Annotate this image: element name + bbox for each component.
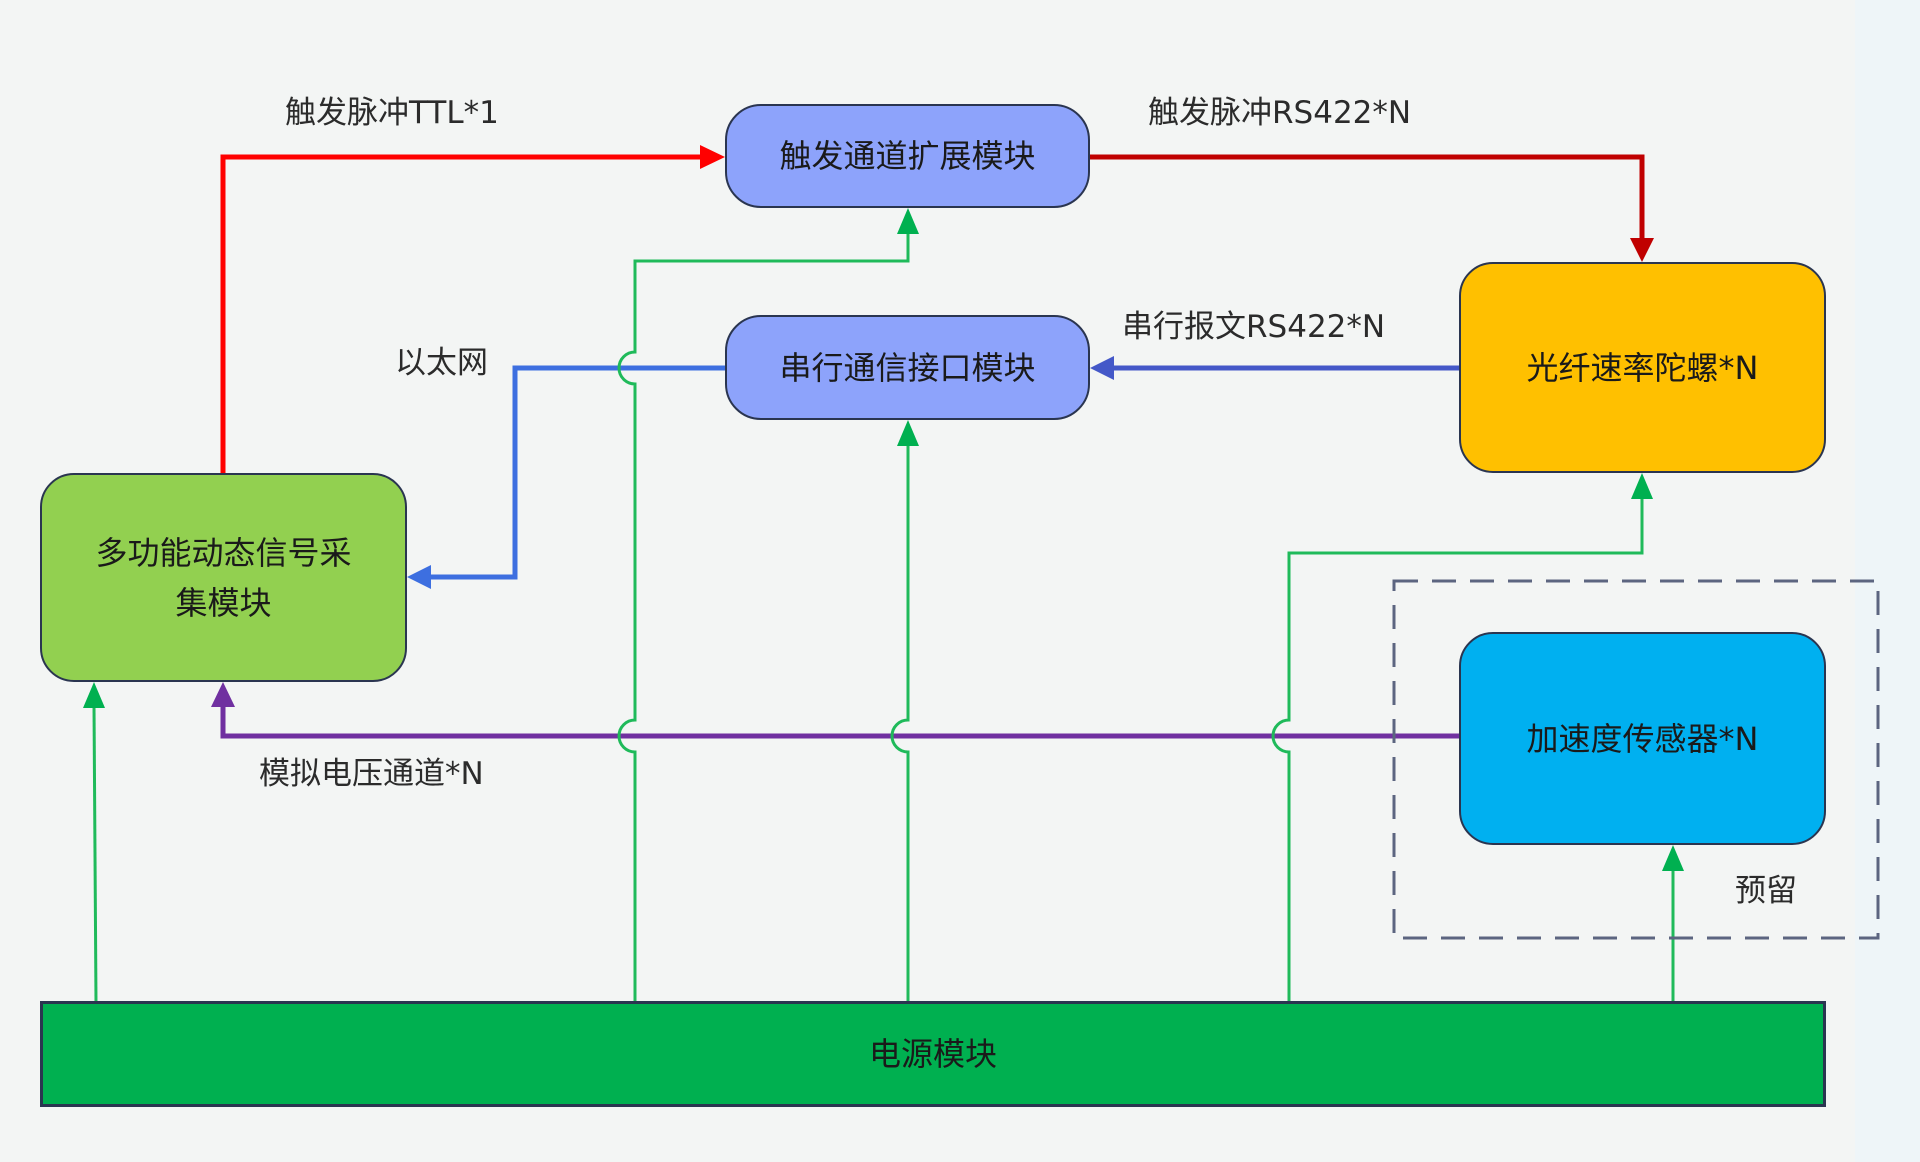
label-rs422-serial: 串行报文RS422*N [1122,309,1386,345]
node-label-line1: 多功能动态信号采 [95,533,352,572]
node-fiber-gyro[interactable]: 光纤速率陀螺*N [1459,262,1826,473]
node-serial-interface[interactable]: 串行通信接口模块 [725,315,1090,420]
node-accelerometer[interactable]: 加速度传感器*N [1459,632,1826,845]
node-trigger-expansion[interactable]: 触发通道扩展模块 [725,104,1090,208]
arrow-head-icon [407,565,431,589]
node-label: 加速度传感器*N [1526,719,1759,758]
arrow-head-icon [897,420,919,446]
power-line-gyro [1271,497,1644,1002]
edge-ttl-trigger [220,145,725,473]
power-line-acquisition [92,705,98,1003]
arrow-head-icon [1631,473,1653,499]
label-analog-voltage: 模拟电压通道*N [259,756,484,792]
label-ethernet: 以太网 [395,345,488,381]
node-power[interactable]: 电源模块 [40,1001,1826,1107]
edge-power-lines [83,208,1684,1003]
node-acquisition[interactable]: 多功能动态信号采 集模块 [40,473,407,682]
arrow-head-icon [1090,356,1114,380]
node-label: 触发通道扩展模块 [779,137,1036,175]
power-line-serial [890,444,910,1002]
arrow-head-icon [211,682,235,707]
edge-rs422-trigger [1090,154,1654,262]
node-label: 光纤速率陀螺*N [1526,348,1759,387]
edge-ethernet [407,365,725,589]
reserved-group-border [1392,579,1880,940]
arrow-head-icon [897,208,919,234]
arrow-head-icon [1630,238,1654,262]
node-label-line2: 集模块 [175,583,272,622]
edge-rs422-serial [1090,356,1459,380]
edge-analog-voltage [211,682,1459,739]
power-line-trigger [617,232,910,1002]
node-label: 串行通信接口模块 [779,348,1036,387]
arrow-head-icon [83,682,105,708]
arrow-head-icon [700,145,725,169]
arrow-head-icon [1662,845,1684,871]
node-label: 电源模块 [868,1035,997,1073]
label-rs422-trigger: 触发脉冲RS422*N [1148,95,1412,131]
label-reserved-group: 预留 [1735,873,1797,909]
label-ttl-trigger: 触发脉冲TTL*1 [285,95,499,131]
